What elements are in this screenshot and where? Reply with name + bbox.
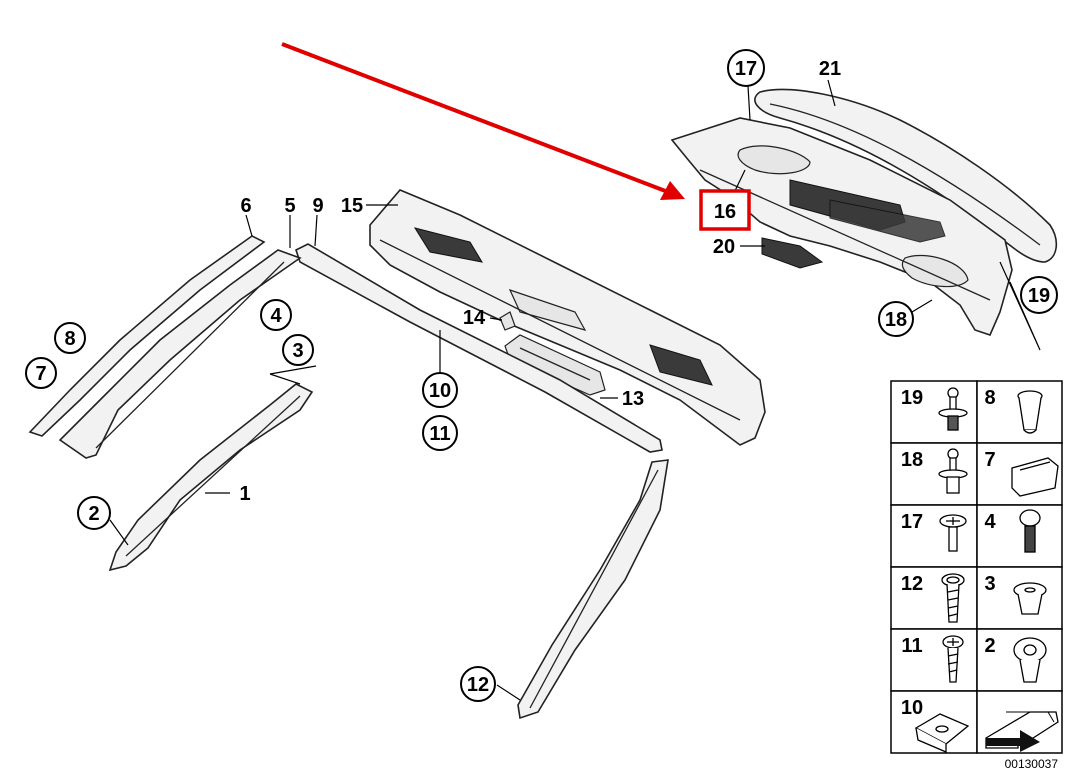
label-3: 3 — [292, 340, 303, 362]
screw-11-icon — [942, 635, 964, 683]
leader-lines — [109, 79, 1041, 701]
label-21: 21 — [819, 58, 841, 80]
legend-19: 19 — [901, 387, 923, 409]
nut-10-icon — [914, 713, 970, 753]
part-15-center-panel — [369, 189, 766, 446]
label-20: 20 — [713, 236, 735, 258]
label-1: 1 — [239, 483, 250, 505]
part-1-pillar-trim — [108, 383, 314, 572]
label-9: 9 — [312, 195, 323, 217]
legend-12: 12 — [901, 573, 923, 595]
legend-2: 2 — [984, 635, 995, 657]
label-5: 5 — [284, 195, 295, 217]
label-16: 16 — [714, 201, 736, 223]
label-11: 11 — [429, 423, 450, 445]
clip-7-icon — [1011, 457, 1059, 497]
part-5-a-pillar — [58, 249, 302, 459]
legend-8: 8 — [984, 387, 995, 409]
part-6-strip — [28, 235, 266, 437]
label-10: 10 — [429, 380, 451, 402]
highlight-arrow — [281, 42, 685, 200]
label-17: 17 — [735, 58, 757, 80]
legend-7: 7 — [984, 449, 995, 471]
rivet-19-icon — [938, 387, 968, 431]
label-18: 18 — [885, 309, 907, 331]
legend-18: 18 — [901, 449, 923, 471]
legend-10: 10 — [901, 697, 923, 719]
label-19: 19 — [1028, 285, 1050, 307]
label-4: 4 — [270, 305, 282, 327]
screw-4-icon — [1019, 509, 1041, 553]
label-2: 2 — [88, 503, 99, 525]
part-21-trim — [754, 88, 1058, 263]
part-10-roof-rail — [295, 243, 663, 453]
image-code: 00130037 — [1005, 757, 1059, 771]
clip-2-icon — [1013, 637, 1047, 683]
nut-3-icon — [1013, 582, 1047, 615]
label-15: 15 — [341, 195, 363, 217]
label-8: 8 — [64, 328, 75, 350]
legend-3: 3 — [984, 573, 995, 595]
part-16-rear-shelf — [670, 117, 1013, 336]
part-12-pillar-rail — [517, 459, 669, 720]
label-14: 14 — [463, 307, 486, 329]
highlight-box-16 — [699, 189, 751, 231]
legend-17: 17 — [901, 511, 923, 533]
part-20-grille — [761, 237, 824, 269]
fastener-legend: 19 18 17 12 11 10 8 7 4 3 2 — [890, 380, 1063, 771]
legend-11: 11 — [901, 635, 922, 657]
part-labels: 6 5 9 15 14 13 1 20 21 8 7 4 3 10 11 2 1… — [25, 49, 1058, 702]
legend-4: 4 — [984, 511, 996, 533]
screw-17-icon — [939, 514, 967, 552]
part-14-clip — [499, 311, 516, 331]
screw-12-icon — [941, 573, 965, 623]
arrow-icon — [985, 711, 1059, 752]
nut-8-icon — [1017, 390, 1043, 434]
label-7: 7 — [35, 363, 46, 385]
rivet-18-icon — [938, 448, 968, 494]
label-13: 13 — [622, 388, 644, 410]
label-12: 12 — [467, 674, 489, 696]
label-6: 6 — [240, 195, 251, 217]
